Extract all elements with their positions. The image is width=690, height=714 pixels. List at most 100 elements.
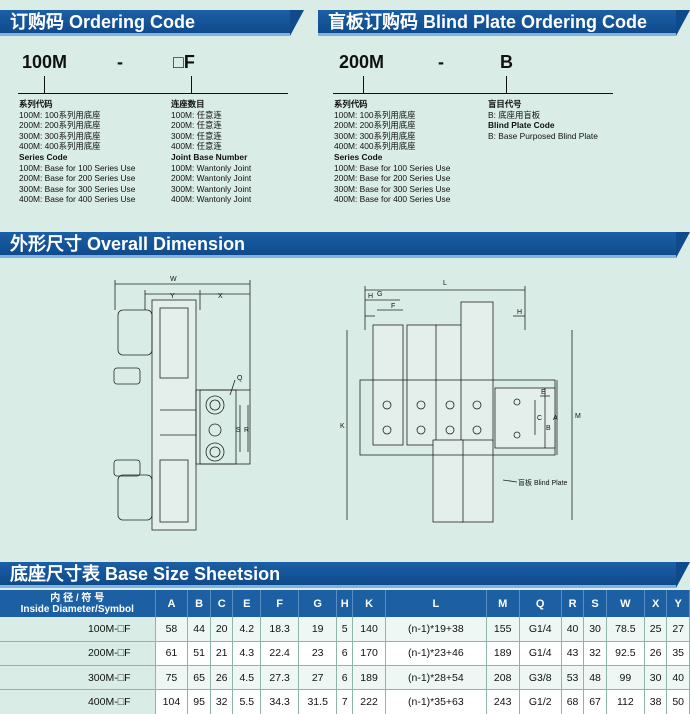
table-cell: 48 (583, 665, 607, 691)
column-header: C (210, 590, 234, 617)
svg-text:X: X (218, 293, 223, 300)
legend-line: 400M: 400系列用底座 (334, 141, 416, 152)
legend-line: Series Code (334, 151, 383, 162)
table-cell: 26 (210, 665, 234, 691)
column-header: W (606, 590, 645, 617)
table-cell: 208 (486, 665, 520, 691)
table-cell: 155 (486, 617, 520, 642)
ordering-code-suffix: □F (173, 52, 195, 72)
table-cell: 61 (155, 641, 189, 667)
symbol-header-en: Inside Diameter/Symbol (20, 603, 134, 615)
table-cell: 18.3 (260, 617, 300, 642)
table-cell: 92.5 (606, 641, 645, 667)
table-cell: 40 (561, 617, 585, 642)
legend-line: 400M: Wantonly Joint (171, 194, 252, 205)
symbol-header: 内 径 / 符 号 Inside Diameter/Symbol (0, 590, 156, 617)
table-cell: 44 (187, 617, 211, 642)
column-header: G (298, 590, 338, 617)
legend-line: 300M: 任意连 (171, 130, 222, 141)
table-cell: G1/4 (519, 617, 562, 642)
table-cell: 104 (155, 689, 189, 714)
table-cell: 26 (644, 641, 668, 667)
table-cell: 35 (666, 641, 690, 667)
legend-line: 系列代码 (19, 99, 53, 109)
dimension-title: 外形尺寸 Overall Dimension (10, 234, 246, 254)
svg-text:S: S (236, 427, 241, 434)
column-header: K (352, 590, 386, 617)
table-cell: 78.5 (606, 617, 645, 642)
ordering-code-tick (44, 76, 45, 93)
svg-text:C: C (537, 415, 542, 422)
table-cell: 22.4 (260, 641, 300, 667)
symbol-header-cn: 内 径 / 符 号 (50, 592, 105, 604)
ordering-code-header: 订购码 Ordering Code (0, 10, 304, 36)
table-cell: (n-1)*35+63 (385, 689, 487, 714)
legend-line: Series Code (19, 151, 68, 162)
column-header: R (561, 590, 585, 617)
table-cell: 31.5 (298, 689, 338, 714)
column-header: S (583, 590, 607, 617)
table-cell: 38 (644, 689, 668, 714)
row-symbol: 100M-□F (0, 617, 156, 642)
svg-text:G: G (377, 291, 382, 298)
legend-line: 100M: 100系列用底座 (334, 109, 416, 120)
table-cell: 67 (583, 689, 607, 714)
legend-line: Blind Plate Code (488, 120, 555, 131)
legend-line: 300M: Wantonly Joint (171, 183, 252, 194)
table-cell: 53 (561, 665, 585, 691)
table-cell: 5 (336, 617, 354, 642)
base-size-title: 底座尺寸表 Base Size Sheetsion (10, 564, 281, 584)
legend-line: B: 底座用盲板 (488, 109, 541, 120)
svg-text:Q: Q (237, 375, 243, 382)
table-cell: 68 (561, 689, 585, 714)
table-cell: G1/4 (519, 641, 562, 667)
table-cell: 243 (486, 689, 520, 714)
table-cell: 189 (486, 641, 520, 667)
legend-line: 200M: 任意连 (171, 120, 222, 131)
svg-text:L: L (443, 280, 447, 287)
table-cell: 189 (352, 665, 386, 691)
column-header: Y (666, 590, 690, 617)
table-cell: 4.3 (232, 641, 262, 667)
legend-line: 400M: 任意连 (171, 141, 222, 152)
ordering-code-series: 100M (22, 52, 68, 72)
table-cell: 5.5 (232, 689, 262, 714)
row-symbol: 200M-□F (0, 641, 156, 667)
column-header: H (336, 590, 354, 617)
legend-line: 100M: 任意连 (171, 109, 222, 120)
column-header: E (232, 590, 262, 617)
table-cell: 32 (583, 641, 607, 667)
svg-text:B: B (546, 425, 551, 432)
table-cell: 27 (666, 617, 690, 642)
legend-line: Joint Base Number (171, 151, 248, 162)
table-cell: 50 (666, 689, 690, 714)
table-cell: 65 (187, 665, 211, 691)
table-cell: 20 (210, 617, 234, 642)
blind-code-underline (333, 93, 613, 94)
table-cell: 27 (298, 665, 338, 691)
svg-text:R: R (244, 427, 249, 434)
legend-line: 300M: Base for 300 Series Use (334, 183, 451, 194)
column-header: F (260, 590, 300, 617)
table-cell: 4.2 (232, 617, 262, 642)
table-cell: 58 (155, 617, 189, 642)
blind-code-suffix: B (500, 52, 513, 72)
legend-line: 300M: 300系列用底座 (19, 130, 101, 141)
legend-line: B: Base Purposed Blind Plate (488, 130, 598, 141)
svg-text:F: F (391, 303, 395, 310)
blind-plate-label: 盲板 Blind Plate (518, 478, 568, 487)
legend-line: 100M: Base for 100 Series Use (19, 162, 136, 173)
table-cell: G3/8 (519, 665, 562, 691)
legend-line: 400M: Base for 400 Series Use (334, 194, 451, 205)
table-cell: 30 (583, 617, 607, 642)
column-header: A (155, 590, 189, 617)
base-size-header: 底座尺寸表 Base Size Sheetsion (0, 562, 690, 588)
table-cell: 75 (155, 665, 189, 691)
column-header: Q (519, 590, 562, 617)
